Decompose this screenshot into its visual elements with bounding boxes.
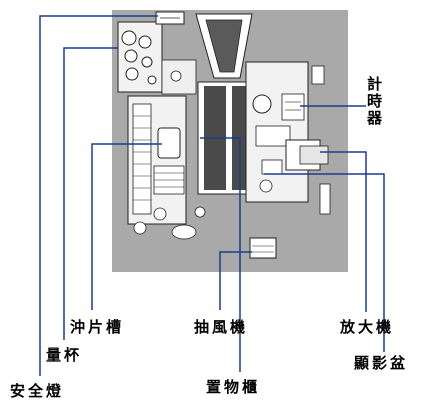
leader-lines (39, 15, 385, 376)
timer (281, 93, 305, 121)
wall-switch (311, 65, 325, 85)
developing-tank (157, 127, 181, 159)
leader-tank (91, 143, 162, 310)
beaker (138, 35, 152, 49)
beaker (124, 49, 138, 63)
tray-stack (261, 159, 283, 175)
beaker (121, 30, 137, 46)
leader-trays (264, 173, 385, 352)
tank-rack (132, 103, 152, 215)
leader-fan (219, 251, 252, 310)
beaker (125, 67, 139, 81)
bottle (319, 183, 331, 215)
beaker (141, 56, 153, 68)
label-cabinet: 置物櫃 (206, 378, 261, 396)
paper-tray (249, 237, 277, 259)
beaker (147, 75, 157, 85)
label-enlarger: 放大機 (340, 318, 395, 336)
label-trays: 顯影盆 (354, 354, 409, 372)
enlarger-base (255, 125, 291, 147)
label-beaker: 量杯 (46, 346, 83, 364)
enlarger-head (252, 94, 272, 114)
leader-beaker (63, 47, 118, 340)
label-safelight: 安全燈 (10, 382, 65, 400)
label-tank: 沖片槽 (70, 318, 125, 336)
label-fan: 抽風機 (194, 318, 249, 336)
leader-safelight (39, 15, 158, 376)
label-timer: 計時器 (365, 76, 383, 127)
leader-cabinet (200, 137, 241, 372)
leader-enlarger (320, 151, 367, 312)
